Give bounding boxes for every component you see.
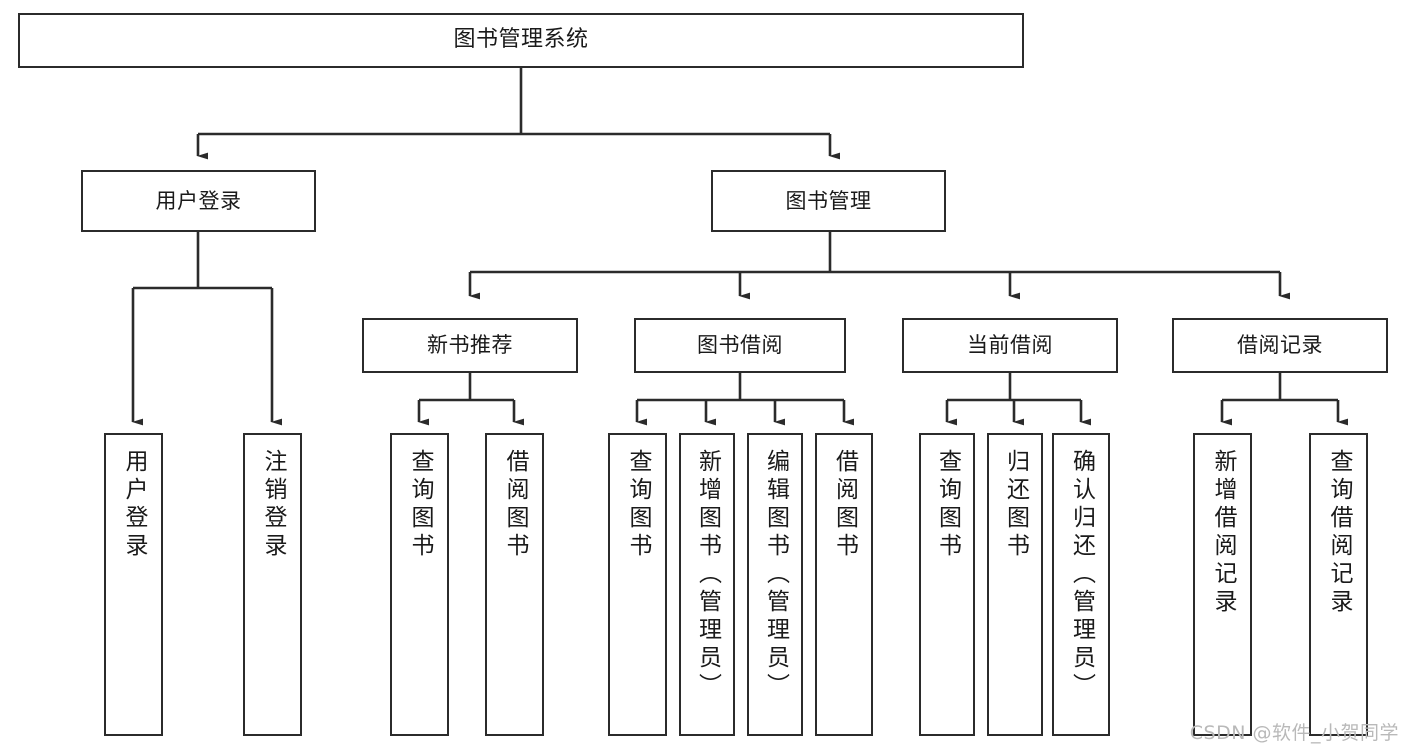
- leaf-user-login[interactable]: 用户登录: [104, 433, 163, 736]
- node-user-login-label: 用户登录: [155, 188, 242, 213]
- leaf-query-book-1-label: 查询图书: [407, 449, 433, 561]
- leaf-confirm-return-label: 确认归还（管理员）: [1068, 449, 1095, 701]
- leaf-edit-book-label: 编辑图书（管理员）: [762, 449, 789, 701]
- leaf-edit-book[interactable]: 编辑图书（管理员）: [747, 433, 803, 736]
- leaf-add-book-label: 新增图书（管理员）: [694, 449, 721, 701]
- leaf-add-record[interactable]: 新增借阅记录: [1193, 433, 1252, 736]
- node-book-borrow-label: 图书借阅: [697, 333, 783, 358]
- node-user-login[interactable]: 用户登录: [81, 170, 316, 232]
- leaf-add-record-label: 新增借阅记录: [1210, 449, 1236, 617]
- leaf-query-book-2[interactable]: 查询图书: [608, 433, 667, 736]
- leaf-query-record-label: 查询借阅记录: [1326, 449, 1352, 617]
- node-new-book-recommend[interactable]: 新书推荐: [362, 318, 578, 373]
- node-current-borrow[interactable]: 当前借阅: [902, 318, 1118, 373]
- node-book-borrow[interactable]: 图书借阅: [634, 318, 846, 373]
- csdn-watermark: CSDN @软件_小贺同学: [1189, 722, 1399, 744]
- leaf-return-book[interactable]: 归还图书: [987, 433, 1043, 736]
- leaf-confirm-return[interactable]: 确认归还（管理员）: [1052, 433, 1110, 736]
- leaf-borrow-book-1-label: 借阅图书: [502, 449, 528, 561]
- leaf-borrow-book-2[interactable]: 借阅图书: [815, 433, 873, 736]
- node-book-manage-label: 图书管理: [785, 188, 872, 213]
- node-borrow-record-label: 借阅记录: [1237, 333, 1323, 358]
- leaf-query-book-3-label: 查询图书: [934, 449, 961, 561]
- node-book-manage[interactable]: 图书管理: [711, 170, 946, 232]
- node-borrow-record[interactable]: 借阅记录: [1172, 318, 1388, 373]
- leaf-user-login-label: 用户登录: [121, 449, 147, 561]
- leaf-borrow-book-2-label: 借阅图书: [831, 449, 858, 561]
- leaf-query-book-3[interactable]: 查询图书: [919, 433, 975, 736]
- node-root[interactable]: 图书管理系统: [18, 13, 1024, 68]
- leaf-query-book-1[interactable]: 查询图书: [390, 433, 449, 736]
- node-current-borrow-label: 当前借阅: [967, 333, 1053, 358]
- leaf-return-book-label: 归还图书: [1002, 449, 1029, 561]
- leaf-query-book-2-label: 查询图书: [625, 449, 651, 561]
- node-new-book-recommend-label: 新书推荐: [427, 333, 513, 358]
- leaf-logout-login[interactable]: 注销登录: [243, 433, 302, 736]
- node-root-label: 图书管理系统: [453, 27, 589, 53]
- leaf-query-record[interactable]: 查询借阅记录: [1309, 433, 1368, 736]
- leaf-borrow-book-1[interactable]: 借阅图书: [485, 433, 544, 736]
- leaf-logout-login-label: 注销登录: [260, 449, 286, 561]
- leaf-add-book[interactable]: 新增图书（管理员）: [679, 433, 735, 736]
